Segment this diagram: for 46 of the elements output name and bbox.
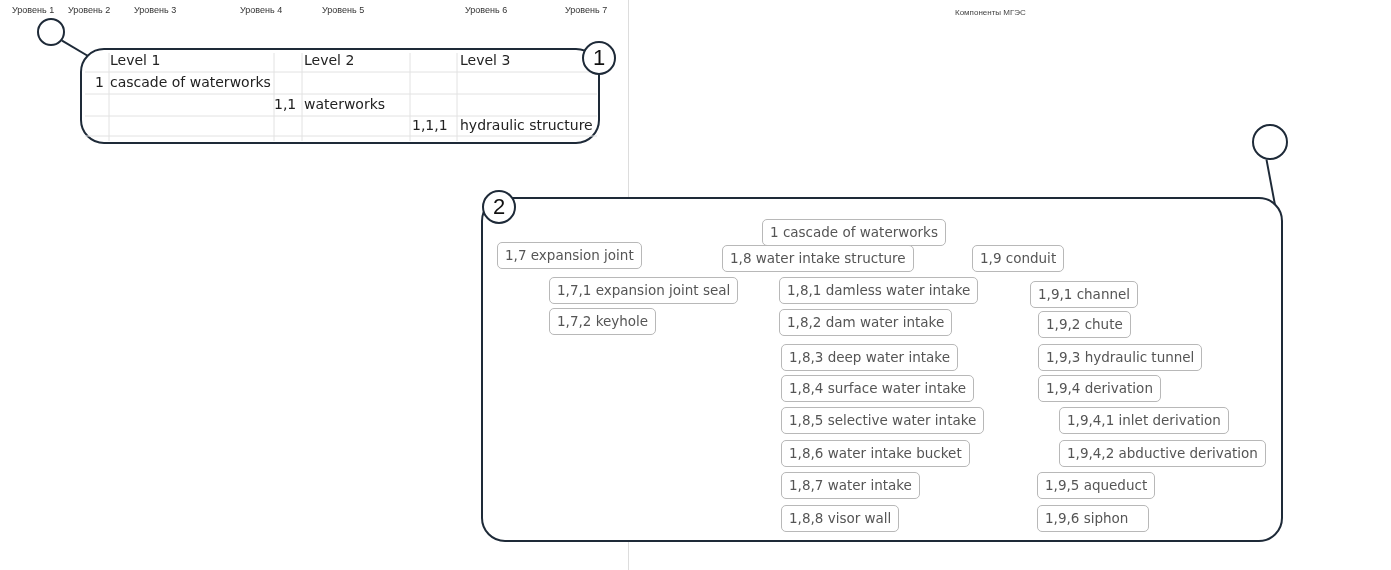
table-cell-text: waterworks (304, 96, 386, 112)
term-box: 1,9,6 siphon (1037, 505, 1149, 532)
term-box: 1,8,7 water intake (781, 472, 920, 499)
term-box: 1,8,3 deep water intake (781, 344, 958, 371)
leader-line (61, 39, 89, 57)
term-box: 1,8,4 surface water intake (781, 375, 975, 402)
term-box: 1,9,2 chute (1038, 311, 1131, 338)
term-box: 1,9,1 channel (1030, 281, 1139, 308)
term-box: 1,9 conduit (972, 245, 1065, 272)
term-box: 1,7,1 expansion joint seal (549, 277, 739, 304)
column-header: Уровень 4 (240, 5, 283, 15)
table-cell-text: 1,1 (274, 96, 297, 112)
term-box: 1,9,4,2 abductive derivation (1059, 440, 1266, 467)
table-cell-text: hydraulic structure (460, 117, 593, 133)
column-header: Уровень 2 (68, 5, 111, 15)
term-box: 1,7,2 keyhole (549, 308, 657, 335)
column-header: Уровень 5 (322, 5, 365, 15)
term-box: 1,8,1 damless water intake (779, 277, 979, 304)
leader-line (1265, 158, 1276, 206)
term-box: 1,8 water intake structure (722, 245, 914, 272)
sheet-title: Компоненты МГЭС (955, 8, 1026, 17)
table-cell-text: Level 1 (110, 52, 161, 68)
term-box: 1,9,4 derivation (1038, 375, 1161, 402)
magnifier-circle (1252, 124, 1288, 160)
term-box: 1,8,8 visor wall (781, 505, 900, 532)
table-cell-text: Level 3 (460, 52, 511, 68)
callout-panel (481, 197, 1283, 542)
term-box: 1 cascade of waterworks (762, 219, 946, 246)
term-box: 1,9,4,1 inlet derivation (1059, 407, 1229, 434)
term-box: 1,7 expansion joint (497, 242, 642, 269)
column-header: Уровень 7 (565, 5, 608, 15)
column-header: Уровень 6 (465, 5, 508, 15)
column-header: Уровень 3 (134, 5, 177, 15)
table-cell-text: 1,1,1 (412, 117, 448, 133)
term-box: 1,9,5 aqueduct (1037, 472, 1156, 499)
table-cell-text: 1 (95, 74, 104, 90)
term-box: 1,8,2 dam water intake (779, 309, 953, 336)
term-box: 1,8,6 water intake bucket (781, 440, 970, 467)
callout-number: 2 (482, 190, 516, 224)
column-header: Уровень 1 (12, 5, 55, 15)
table-cell-text: cascade of waterworks (110, 74, 271, 90)
term-box: 1,9,3 hydraulic tunnel (1038, 344, 1203, 371)
callout-number: 1 (582, 41, 616, 75)
term-box: 1,8,5 selective water intake (781, 407, 985, 434)
table-cell-text: Level 2 (304, 52, 355, 68)
magnifier-circle (37, 18, 65, 46)
